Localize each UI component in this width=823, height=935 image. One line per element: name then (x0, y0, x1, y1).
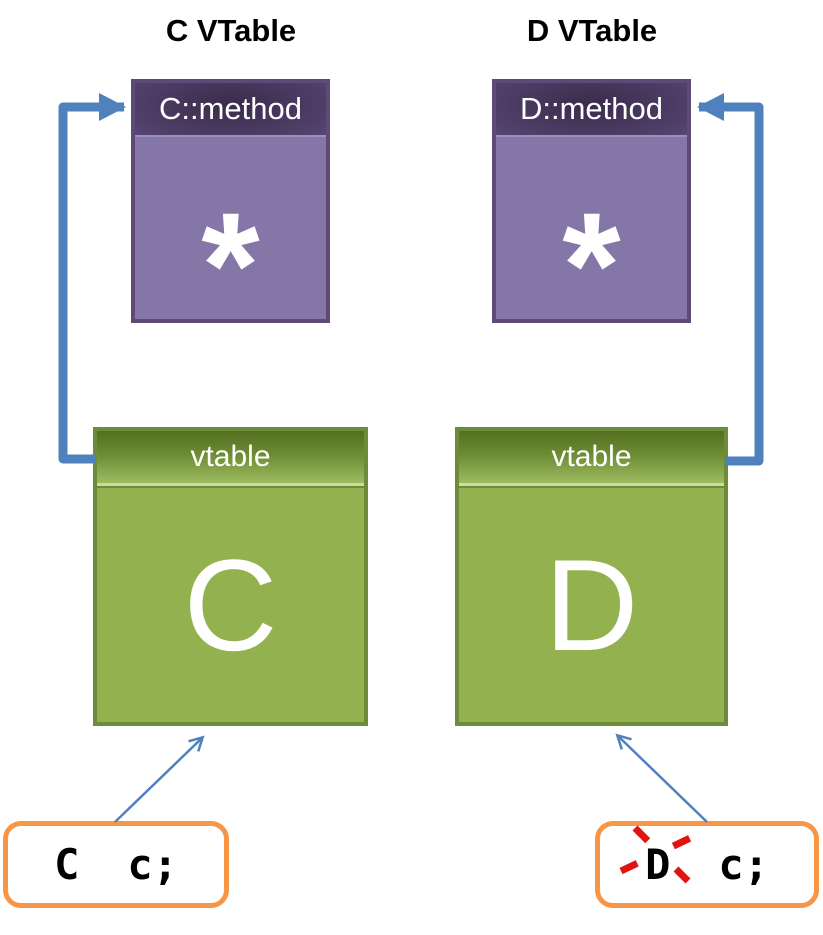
c-declaration-rest: c; (127, 840, 178, 889)
c-object-vtable-pointer: vtable (97, 431, 364, 486)
c-object-box: vtable C (93, 427, 368, 726)
d-declaration-box: D c; (595, 821, 819, 908)
d-declaration-type: D (619, 825, 707, 889)
c-vtable-method-slot: C::method (135, 83, 326, 137)
d-object-label: D (459, 486, 724, 721)
c-pointer-asterisk: * (201, 181, 260, 349)
d-vtable-box: D::method * (492, 79, 691, 340)
c-object-to-c-vtable-arrow (58, 93, 126, 464)
c-declaration-type: C (54, 840, 80, 889)
c-vtable-box: C::method * (131, 79, 330, 340)
d-vtable-method-slot: D::method (496, 83, 687, 137)
c-declaration-to-c-object-arrow (114, 738, 202, 823)
d-object-vtable-pointer: vtable (459, 431, 724, 486)
d-object-to-d-vtable-arrow (697, 93, 764, 466)
d-declaration-to-d-object-arrow (618, 736, 708, 823)
d-vtable-title: D VTable (526, 13, 658, 48)
c-vtable-title: C VTable (165, 13, 297, 48)
d-pointer-asterisk: * (562, 181, 621, 349)
d-vtable-body: * (496, 137, 687, 340)
c-vtable-body: * (135, 137, 326, 340)
c-object-label: C (97, 486, 364, 721)
d-declaration-rest: c; (718, 840, 769, 889)
d-declaration-type-text: D (645, 840, 671, 889)
d-object-box: vtable D (455, 427, 728, 726)
